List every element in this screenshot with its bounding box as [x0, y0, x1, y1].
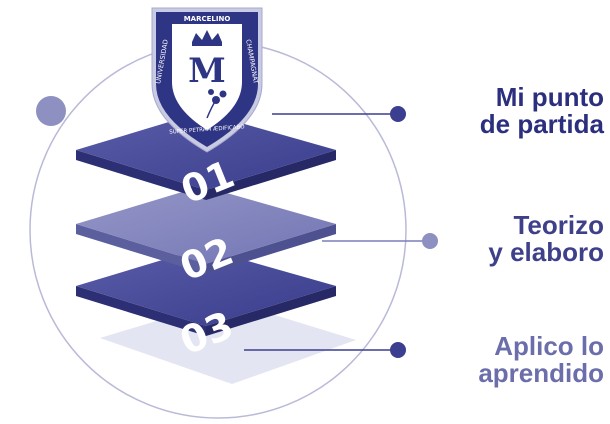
step-label-02-line1: Teorizo — [513, 210, 604, 240]
svg-text:M: M — [188, 51, 226, 91]
ring-dot — [36, 96, 66, 126]
logo-text-bottom: SUPER PETRAM ÆDIFICABO — [169, 124, 245, 135]
connector-dot-02 — [422, 233, 438, 249]
connector-dot-01 — [390, 106, 406, 122]
connector-dot-03 — [390, 342, 406, 358]
step-label-02-line2: y elaboro — [488, 237, 604, 267]
step-label-01-line2: de partida — [479, 109, 604, 139]
logo-text-top: MARCELINO — [184, 15, 231, 23]
layer-02 — [76, 186, 336, 274]
step-label-03: Aplico lo aprendido — [478, 333, 604, 387]
layer-03 — [76, 248, 336, 336]
step-label-03-line2: aprendido — [478, 358, 604, 388]
step-label-03-line1: Aplico lo — [494, 331, 604, 361]
step-label-02: Teorizo y elaboro — [488, 212, 604, 266]
university-shield-logo: M MARCELINO UNIVERSIDAD CHAMPAGNAT SUPER… — [151, 7, 263, 153]
step-label-01-line1: Mi punto — [495, 82, 604, 112]
step-label-01: Mi punto de partida — [480, 84, 604, 138]
